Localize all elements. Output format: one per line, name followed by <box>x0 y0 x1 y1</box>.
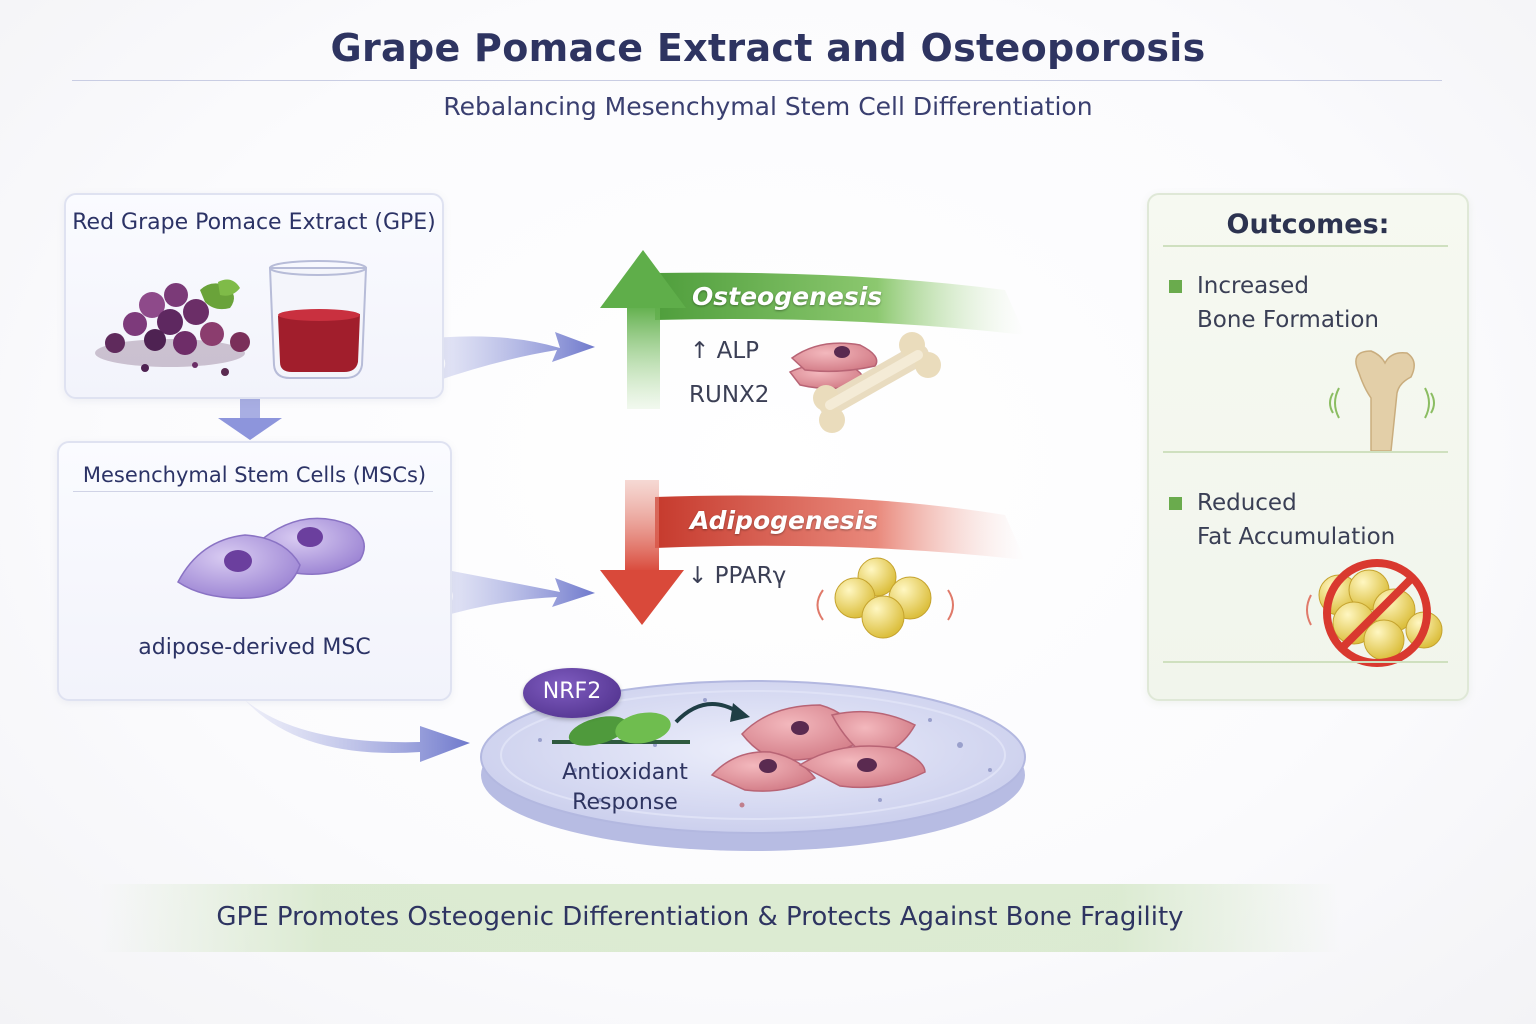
page-title: Grape Pomace Extract and Osteoporosis <box>330 26 1206 70</box>
osteogenesis-label: Osteogenesis <box>692 282 883 311</box>
antioxidant-label: Antioxidant Response <box>540 758 710 818</box>
adipogenesis-arrow <box>600 480 1025 625</box>
outcome-2-line-1: Reduced <box>1197 490 1297 516</box>
osteogenesis-shaft <box>627 305 660 409</box>
adipogenesis-band <box>655 495 1025 560</box>
bullet-icon <box>1169 497 1182 510</box>
alp-marker: ↑ ALP <box>690 338 759 364</box>
outcomes-title: Outcomes: <box>1226 209 1390 240</box>
outcomes-bottom-rule <box>1163 661 1448 663</box>
footer-band <box>100 884 1340 952</box>
nrf2-badge-label: NRF2 <box>542 679 602 704</box>
msc-panel-divider <box>73 491 433 492</box>
runx2-marker: RUNX2 <box>689 382 770 408</box>
no-fat-icon <box>1306 559 1443 667</box>
msc-to-pathways-arrow <box>420 565 595 620</box>
osteoblast-cells-icon <box>788 342 878 390</box>
outcome-2: Reduced Fat Accumulation <box>1197 486 1395 554</box>
osteoblast-cells-dish <box>710 704 926 792</box>
adipogenesis-label: Adipogenesis <box>690 506 879 535</box>
outcomes-panel: Outcomes: Increased Bone Formation Reduc… <box>1147 193 1469 701</box>
msc-panel: Mesenchymal Stem Cells (MSCs) adipose-de… <box>57 441 452 701</box>
ppar-gamma-marker: ↓ PPARγ <box>688 563 787 589</box>
msc-to-dish-arrow <box>245 700 470 762</box>
gpe-to-pathways-arrow <box>415 332 595 385</box>
down-arrowhead-icon <box>600 570 684 625</box>
outcomes-separator <box>1163 451 1448 453</box>
antioxidant-label-line-1: Antioxidant <box>562 760 688 785</box>
adipocyte-droplets-icon <box>816 557 954 639</box>
adipogenesis-shaft <box>625 480 659 572</box>
bone-icon <box>1329 350 1435 452</box>
osteogenesis-band <box>655 272 1025 335</box>
gpe-down-arrow <box>218 398 282 440</box>
outcomes-divider <box>1163 245 1448 247</box>
outcome-1-line-1: Increased <box>1197 273 1309 299</box>
msc-caption: adipose-derived MSC <box>138 635 371 660</box>
outcome-1: Increased Bone Formation <box>1197 269 1379 337</box>
up-arrowhead-icon <box>600 250 686 308</box>
page-subtitle: Rebalancing Mesenchymal Stem Cell Differ… <box>443 92 1093 121</box>
osteogenesis-arrow <box>600 250 1025 409</box>
activation-arrowhead-icon <box>730 703 750 722</box>
gpe-panel-title: Red Grape Pomace Extract (GPE) <box>72 210 436 235</box>
title-divider <box>72 80 1442 81</box>
bullet-icon <box>1169 280 1182 293</box>
nrf2-badge: NRF2 <box>523 668 621 718</box>
msc-panel-title: Mesenchymal Stem Cells (MSCs) <box>82 463 427 487</box>
nrf2-molecules <box>552 712 690 746</box>
outcome-1-line-2: Bone Formation <box>1197 307 1379 333</box>
antioxidant-label-line-2: Response <box>572 790 678 815</box>
outcome-2-line-2: Fat Accumulation <box>1197 524 1396 550</box>
footer-conclusion: GPE Promotes Osteogenic Differentiation … <box>216 902 1184 932</box>
bone-icon <box>813 332 941 433</box>
activation-arrow <box>674 702 740 724</box>
gpe-panel: Red Grape Pomace Extract (GPE) <box>64 193 444 399</box>
